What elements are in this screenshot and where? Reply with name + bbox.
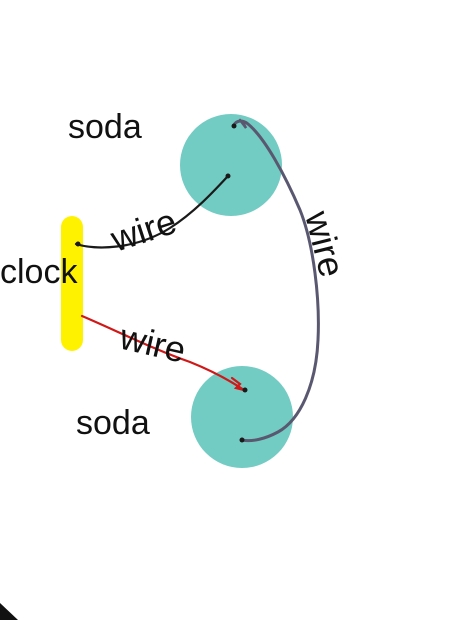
wire-soda-soda <box>232 119 320 443</box>
wire-end-dot <box>75 241 81 247</box>
wire-clock-soda-bottom <box>80 314 246 392</box>
soda-top-label: soda <box>68 108 142 146</box>
wire-clock-soda-top <box>74 174 230 249</box>
clock-label: clock <box>0 253 78 291</box>
clock-bar <box>61 216 83 351</box>
wire-label-right: wire <box>297 206 353 281</box>
wire-end-dot <box>242 387 248 393</box>
soda-bottom-label: soda <box>76 404 150 442</box>
soda-top-circle <box>180 114 282 216</box>
wire-end-dot <box>225 173 231 179</box>
wire-label-bottom: wire <box>115 316 190 371</box>
corner-mark <box>0 603 18 620</box>
soda-bottom-circle <box>191 366 293 468</box>
wire-end-dot <box>231 123 237 129</box>
wire-soda-soda-hook <box>238 118 248 129</box>
wire-label-top: wire <box>105 200 181 260</box>
wire-red-scribble <box>230 376 246 392</box>
wire-end-dot <box>239 437 245 443</box>
